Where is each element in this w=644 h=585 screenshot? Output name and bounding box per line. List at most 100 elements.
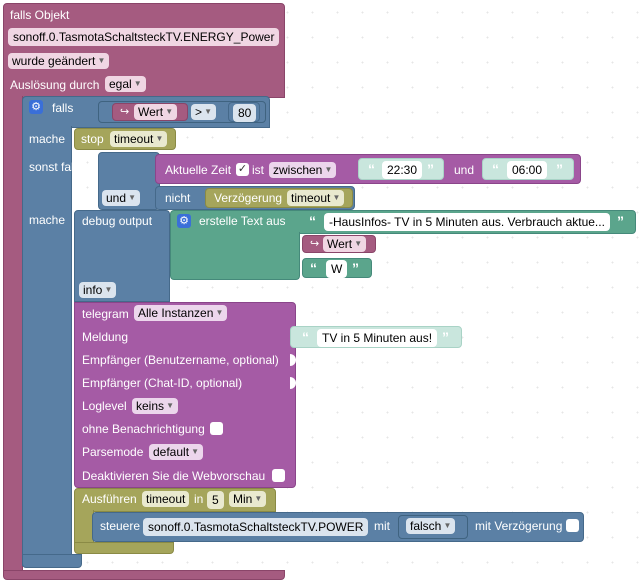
chevron-down-icon: ▼: [354, 239, 363, 248]
logic-dropdown[interactable]: und ▼: [102, 190, 141, 206]
if-block-spine: [22, 126, 72, 566]
chevron-down-icon: ▼: [332, 193, 341, 202]
stop-timeout-value: timeout: [114, 132, 154, 146]
disable-preview-checkbox[interactable]: [272, 469, 285, 482]
quote-open-icon: “: [310, 260, 317, 276]
chevron-down-icon: ▼: [166, 401, 175, 410]
timeout-unit-value: Min: [233, 492, 253, 506]
quote-close-icon: ”: [617, 213, 624, 229]
control-delay-checkbox[interactable]: [566, 519, 579, 532]
delay-label: Verzögerung: [214, 191, 283, 205]
loglevel-value: keins: [136, 399, 165, 413]
telegram-label: telegram: [82, 307, 129, 321]
quote-open-icon: “: [309, 213, 316, 229]
control-label: steuere: [100, 519, 141, 533]
telegram-instance-value: Alle Instanzen: [138, 306, 214, 320]
trigger-object-field[interactable]: sonoff.0.TasmotaSchaltsteckTV.ENERGY_Pow…: [8, 28, 280, 46]
chevron-down-icon: ▼: [324, 165, 333, 174]
and-label: und: [454, 163, 475, 177]
control-value: falsch: [410, 519, 442, 533]
quote-close-icon: ”: [352, 260, 359, 276]
time-from-field[interactable]: 22:30: [382, 161, 423, 179]
control-value-dropdown[interactable]: falsch ▼: [406, 518, 456, 534]
if-block-bottom: [22, 554, 82, 568]
trigger-mode-dropdown[interactable]: wurde geändert ▼: [8, 53, 110, 69]
debug-label: debug output: [82, 214, 153, 228]
silent-label: ohne Benachrichtigung: [82, 422, 205, 436]
value-label: Wert: [138, 105, 164, 119]
chevron-down-icon: ▼: [254, 494, 263, 503]
if-label: falls: [52, 101, 74, 115]
loglevel-dropdown[interactable]: keins ▼: [132, 398, 179, 414]
delay-dropdown[interactable]: timeout ▼: [287, 190, 345, 206]
text3-field[interactable]: W: [326, 260, 348, 278]
value-dropdown[interactable]: Wert ▼: [134, 104, 178, 120]
create-text-label: erstelle Text aus: [199, 214, 286, 228]
quote-open-icon: “: [368, 161, 375, 177]
quote-close-icon: ”: [442, 329, 449, 345]
chevron-down-icon: ▼: [443, 521, 452, 530]
between-dropdown[interactable]: zwischen ▼: [269, 162, 337, 178]
create-text-block-spine: [170, 232, 300, 280]
else-if-label: sonst falls: [29, 160, 83, 174]
quote-close-icon: ”: [556, 161, 563, 177]
parsemode-value: default: [153, 445, 190, 459]
timeout-name-value: timeout: [146, 492, 186, 506]
gear-icon[interactable]: ⚙: [177, 214, 191, 228]
silent-checkbox[interactable]: [210, 422, 223, 435]
chevron-down-icon: ▼: [191, 447, 200, 456]
time-to-field[interactable]: 06:00: [507, 161, 548, 179]
trigger-title: falls Objekt: [10, 8, 70, 22]
chevron-down-icon: ▼: [97, 56, 106, 65]
timeout-block-bottom: [74, 542, 174, 554]
control-object-field[interactable]: sonoff.0.TasmotaSchaltsteckTV.POWER: [143, 518, 369, 536]
message-label: Meldung: [82, 330, 129, 344]
disable-preview-label: Deaktivieren Sie die Webvorschau: [82, 469, 266, 483]
quote-close-icon: ”: [427, 161, 434, 177]
timeout-unit-dropdown[interactable]: Min ▼: [229, 491, 267, 507]
not-label: nicht: [165, 191, 191, 205]
timeout-label: Ausführen: [82, 492, 137, 506]
chevron-down-icon: ▼: [133, 79, 142, 88]
text1-field[interactable]: -HausInfos- TV in 5 Minuten aus. Verbrau…: [324, 213, 610, 231]
trigger-block-bottom: [3, 570, 285, 580]
trigger-by-label: Auslösung durch: [10, 78, 100, 92]
stop-label: stop: [81, 132, 104, 146]
text-value-label: Wert: [327, 237, 353, 251]
trigger-by-dropdown[interactable]: egal ▼: [105, 76, 146, 92]
compare-value-field[interactable]: 80: [233, 104, 257, 122]
time-checkbox[interactable]: ✓: [236, 163, 249, 176]
recipient-chat-label: Empfänger (Chat-ID, optional): [82, 376, 243, 390]
time-label: Aktuelle Zeit: [165, 163, 232, 177]
stop-timeout-dropdown[interactable]: timeout ▼: [110, 131, 168, 147]
chevron-down-icon: ▼: [165, 107, 174, 116]
logic-value: und: [106, 191, 127, 205]
timeout-amount-field[interactable]: 5: [207, 491, 224, 509]
delay-value: timeout: [291, 191, 331, 205]
is-label: ist: [252, 163, 264, 177]
operator-dropdown[interactable]: > ▼: [191, 104, 217, 120]
quote-open-icon: “: [302, 329, 309, 345]
debug-level-dropdown[interactable]: info ▼: [79, 282, 117, 298]
trigger-mode-value: wurde geändert: [12, 54, 96, 68]
gear-icon[interactable]: ⚙: [29, 100, 43, 114]
timeout-name-dropdown[interactable]: timeout: [142, 491, 190, 507]
text-value-dropdown[interactable]: Wert ▼: [323, 236, 367, 252]
loglevel-label: Loglevel: [82, 399, 127, 413]
between-value: zwischen: [273, 163, 323, 177]
do2-label: mache: [29, 213, 66, 227]
debug-level-value: info: [83, 283, 103, 297]
timeout-block-spine: [74, 510, 94, 544]
arrow-icon: ↪: [310, 238, 320, 250]
telegram-instance-dropdown[interactable]: Alle Instanzen ▼: [134, 305, 228, 321]
recipient-chat-slot[interactable]: [290, 377, 296, 389]
recipient-user-slot[interactable]: [290, 354, 296, 366]
message-field[interactable]: TV in 5 Minuten aus!: [317, 329, 438, 347]
operator-value: >: [195, 105, 203, 119]
control-delay-label: mit Verzögerung: [475, 519, 563, 533]
timeout-in-label: in: [194, 492, 204, 506]
parsemode-dropdown[interactable]: default ▼: [149, 444, 204, 460]
chevron-down-icon: ▼: [128, 193, 137, 202]
chevron-down-icon: ▼: [155, 134, 164, 143]
trigger-by-value: egal: [109, 77, 132, 91]
